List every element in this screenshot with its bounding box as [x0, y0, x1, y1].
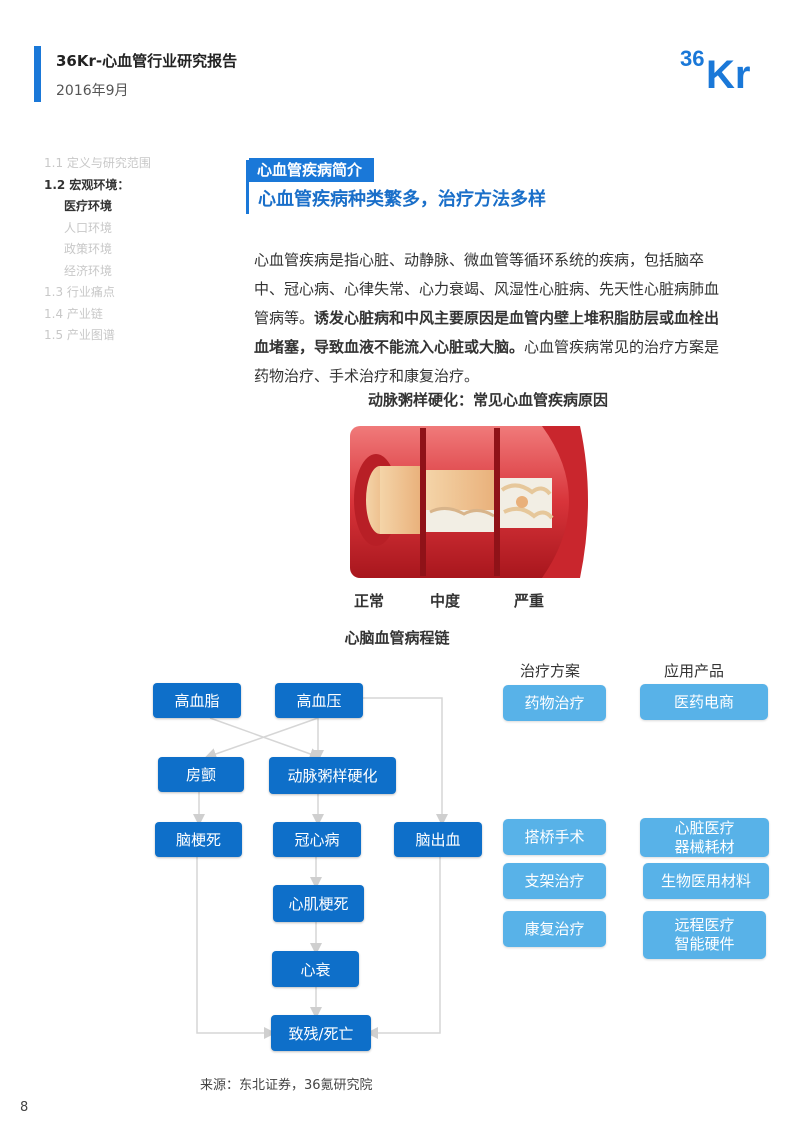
artery-illustration — [350, 426, 588, 578]
toc-subitem[interactable]: 政策环境 — [64, 242, 113, 256]
page-number: 8 — [20, 1100, 29, 1115]
node-hyperlipidemia: 高血脂 — [153, 683, 241, 718]
toc-item[interactable]: 1.3 行业痛点 — [44, 285, 115, 299]
source-note: 来源：东北证券，36氪研究院 — [200, 1078, 373, 1093]
paragraph-text: 心血管疾病是指心脏、动静脉、微血管等循环系统的疾病，包括脑卒中、冠心病、心律失常… — [254, 251, 720, 327]
treatment-header: 治疗方案 — [520, 662, 581, 680]
label-severe: 严重 — [514, 592, 545, 610]
36kr-logo: 36 Kr — [680, 46, 750, 92]
table-of-contents: 1.1 定义与研究范围 1.2 宏观环境： 医疗环境 人口环境 政策环境 经济环… — [44, 153, 224, 347]
node-atherosclerosis: 动脉粥样硬化 — [269, 757, 396, 794]
node-myocardial-infarction: 心肌梗死 — [273, 885, 364, 922]
toc-item[interactable]: 1.5 产业图谱 — [44, 328, 115, 342]
toc-item-active[interactable]: 1.2 宏观环境： — [44, 177, 130, 192]
products-header: 应用产品 — [664, 662, 725, 680]
node-heart-failure: 心衰 — [272, 951, 359, 987]
toc-item[interactable]: 1.4 产业链 — [44, 306, 103, 321]
toc-subitem[interactable]: 经济环境 — [64, 263, 113, 278]
treatment-stent: 支架治疗 — [503, 863, 606, 899]
toc-subitem[interactable]: 人口环境 — [64, 220, 113, 235]
report-title: 36Kr-心血管行业研究报告 — [56, 52, 238, 70]
node-coronary-heart-disease: 冠心病 — [273, 822, 361, 857]
toc-item[interactable]: 1.1 定义与研究范围 — [44, 156, 151, 170]
section-accent-line — [246, 160, 249, 214]
figure-caption: 动脉粥样硬化：常见心血管疾病原因 — [367, 391, 608, 409]
logo-36: 36 — [680, 46, 704, 71]
product-pharma-ecommerce: 医药电商 — [640, 684, 768, 720]
node-atrial-fibrillation: 房颤 — [158, 757, 244, 792]
logo-kr: Kr — [706, 53, 750, 92]
flow-title: 心脑血管病程链 — [344, 629, 450, 647]
label-moderate: 中度 — [430, 592, 461, 610]
treatment-rehabilitation: 康复治疗 — [503, 911, 606, 947]
node-disability-death: 致残/死亡 — [271, 1015, 371, 1051]
node-cerebral-infarction: 脑梗死 — [155, 822, 242, 857]
paragraph-bold-text: 诱发心脏病和中风主要原因是血管内壁上堆积脂肪层或血栓出血堵塞，导致血液不能流入心… — [254, 309, 720, 356]
label-normal: 正常 — [354, 592, 385, 610]
product-biomaterials: 生物医用材料 — [643, 863, 769, 899]
section-title: 心血管疾病种类繁多，治疗方法多样 — [258, 189, 546, 210]
node-cerebral-hemorrhage: 脑出血 — [394, 822, 482, 857]
product-cardiac-devices: 心脏医疗 器械耗材 — [640, 818, 769, 857]
treatment-medication: 药物治疗 — [503, 685, 606, 721]
section-tag: 心血管疾病简介 — [249, 158, 375, 182]
node-hypertension: 高血压 — [275, 683, 363, 718]
paragraph-text: 心血管疾病常见的治疗方案是药物治疗、手术治疗和康复治疗。 — [254, 338, 720, 385]
report-date: 2016年9月 — [56, 83, 129, 99]
toc-subitem-current[interactable]: 医疗环境 — [64, 199, 113, 213]
treatment-bypass-surgery: 搭桥手术 — [503, 819, 606, 855]
header-accent-bar — [34, 46, 41, 102]
intro-paragraph: 心血管疾病是指心脏、动静脉、微血管等循环系统的疾病，包括脑卒中、冠心病、心律失常… — [254, 246, 722, 391]
product-telemedicine-hardware: 远程医疗 智能硬件 — [643, 911, 766, 959]
